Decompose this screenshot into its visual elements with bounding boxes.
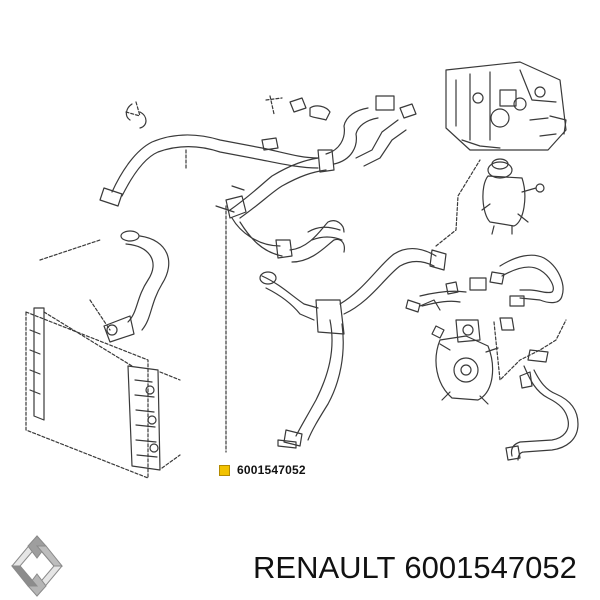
- engine-block: [445, 61, 567, 151]
- radiator: [25, 307, 181, 479]
- renault-diamond-icon: [10, 535, 64, 597]
- radiator-upper-hose: [39, 230, 170, 343]
- footer-part-number: 6001547052: [404, 550, 577, 585]
- thermostat-housing: [405, 254, 579, 461]
- heater-hoses: [215, 95, 417, 453]
- expansion-tank: [481, 158, 545, 235]
- lower-coolant-hose: [259, 159, 481, 449]
- part-callout-label: 6001547052: [237, 463, 306, 477]
- cooling-hoses-drawing: [25, 61, 579, 479]
- part-callout: 6001547052: [219, 463, 306, 477]
- brand-name: RENAULT: [253, 550, 396, 585]
- part-marker-icon: [219, 464, 230, 476]
- upper-bypass-hose: [99, 101, 319, 207]
